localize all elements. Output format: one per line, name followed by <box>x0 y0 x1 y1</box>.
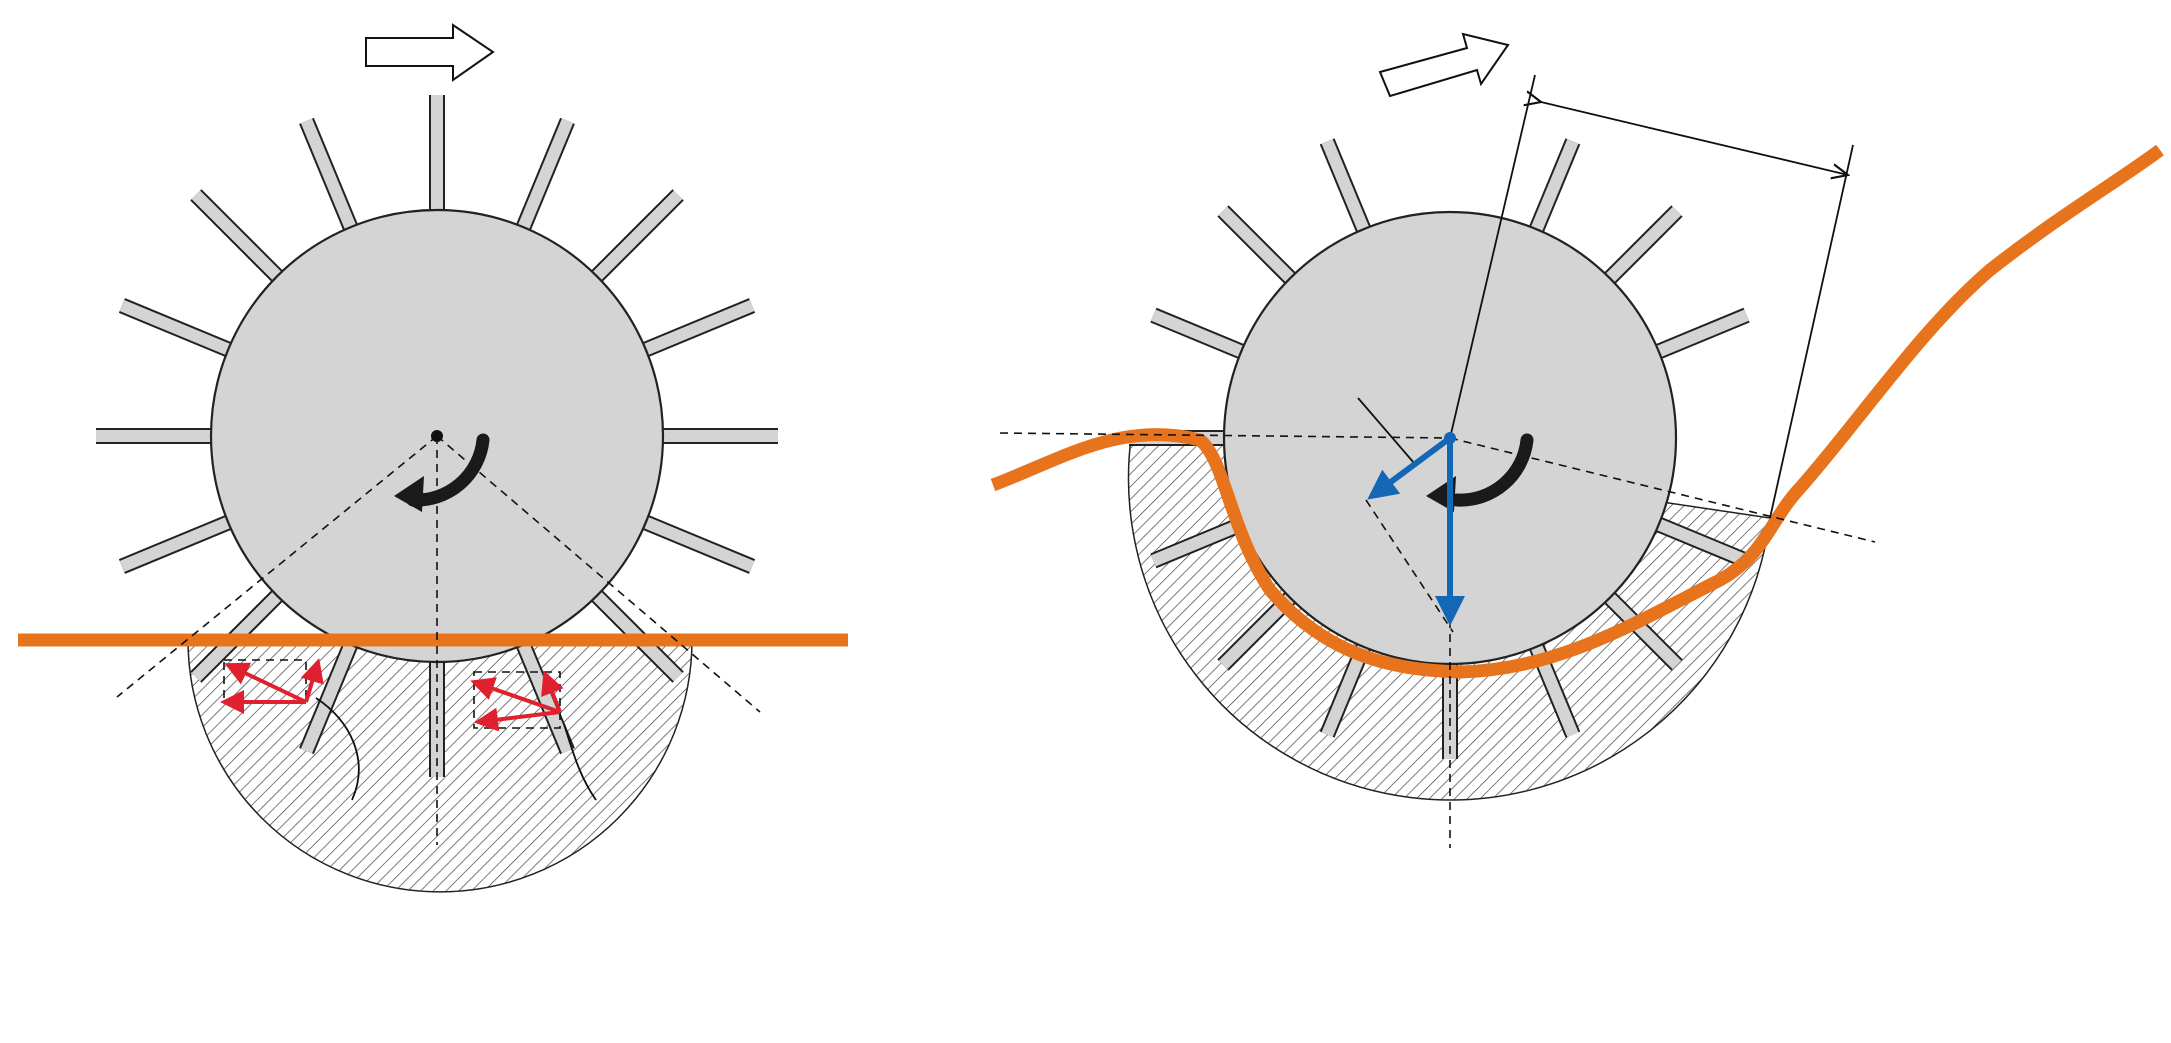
rotation-arrow-icon <box>394 433 490 512</box>
leader-line-b <box>315 697 360 801</box>
leader-line-a <box>563 723 597 801</box>
gravity-vectors <box>1367 435 1465 626</box>
length-dimension <box>1449 74 1854 519</box>
motion-arrow-icon <box>365 23 495 82</box>
leader-line-c <box>1357 397 1415 464</box>
center-point <box>431 430 443 442</box>
panel-b <box>990 32 2164 848</box>
panel-a <box>18 23 848 893</box>
motion-arrow-icon <box>1378 32 1510 98</box>
force-arrows-a <box>470 670 564 732</box>
soil-surface-curve <box>990 144 2164 679</box>
force-arrows-b <box>220 658 324 714</box>
center-point <box>1444 432 1456 444</box>
